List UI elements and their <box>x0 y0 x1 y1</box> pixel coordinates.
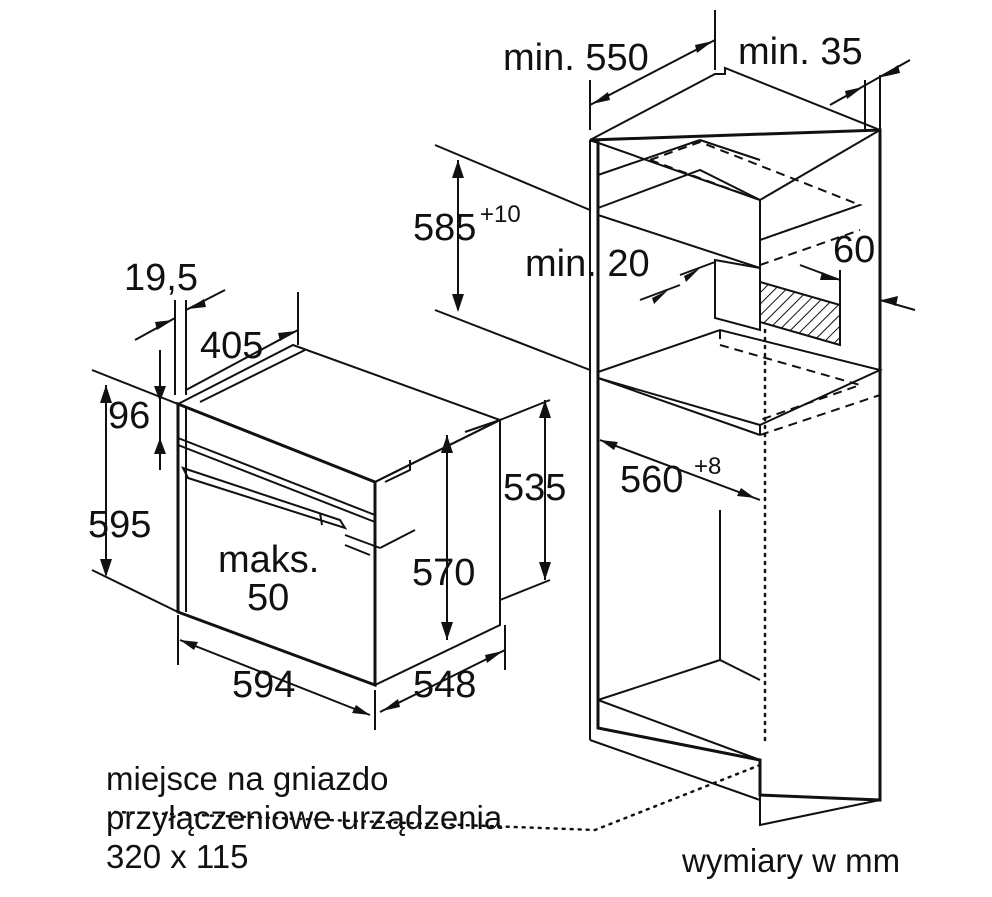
label-body-height: 535 <box>503 467 566 509</box>
label-front-thickness: 19,5 <box>124 257 198 299</box>
label-oven-top-depth: 405 <box>200 325 263 367</box>
label-front-height: 595 <box>88 504 151 546</box>
oven <box>175 343 503 688</box>
label-shelf-gap: min. 20 <box>525 243 650 285</box>
label-vent: 60 <box>833 229 875 271</box>
cabinet <box>589 66 884 827</box>
label-handle-line1: maks. <box>218 539 319 581</box>
label-niche-height: 585 <box>413 207 476 249</box>
label-oven-width: 594 <box>232 664 295 706</box>
note-socket-line2: przyłączeniowe urządzenia <box>106 799 503 836</box>
label-niche-width: 560 <box>620 459 683 501</box>
label-door-height: 570 <box>412 552 475 594</box>
note-socket-line3: 320 x 115 <box>106 838 249 875</box>
label-oven-depth: 548 <box>413 664 476 706</box>
label-rear-gap: min. 35 <box>738 31 863 73</box>
note-units: wymiary w mm <box>681 842 900 879</box>
label-niche-height-tol: +10 <box>480 201 521 228</box>
note-socket-line1: miejsce na gniazdo <box>106 760 389 797</box>
label-niche-width-tol: +8 <box>694 453 721 480</box>
label-handle-line2: 50 <box>247 577 289 619</box>
label-panel-height: 96 <box>108 395 150 437</box>
label-cab-depth: min. 550 <box>503 37 649 79</box>
dimension-lines <box>91 10 916 832</box>
